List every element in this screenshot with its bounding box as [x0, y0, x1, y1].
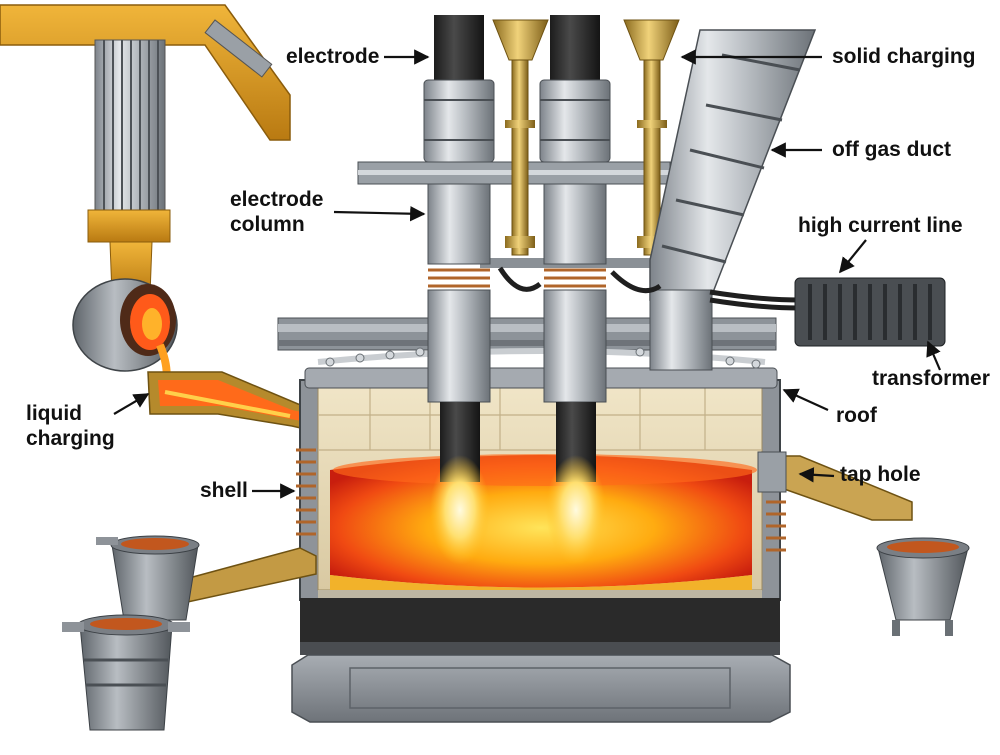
arrow-high-current-line	[840, 240, 866, 272]
arrow-roof	[784, 390, 828, 410]
slag-ladle-back	[96, 536, 199, 620]
steel-ladle-right	[877, 538, 969, 636]
transformer-unit	[795, 278, 945, 346]
electrode-assembly-right	[540, 15, 610, 565]
pouring-ladle	[73, 279, 177, 385]
label-electrode-column-line1: electrode	[230, 188, 323, 212]
label-high-current-line: high current line	[798, 214, 963, 238]
overhead-crane	[0, 5, 290, 295]
arrow-electrode-column	[334, 212, 424, 214]
electrode-assembly-left	[424, 15, 494, 565]
label-off-gas-duct: off gas duct	[832, 138, 951, 162]
label-tap-hole: tap hole	[840, 463, 921, 487]
label-shell: shell	[200, 479, 248, 503]
label-roof: roof	[836, 404, 877, 428]
label-transformer: transformer	[872, 367, 990, 391]
label-electrode-column-line2: column	[230, 213, 305, 237]
molten-steel-bath	[330, 454, 757, 590]
label-liquid-charging-line1: liquid	[26, 402, 82, 426]
label-solid-charging: solid charging	[832, 45, 976, 69]
slag-ladle-front	[62, 615, 190, 730]
label-liquid-charging-line2: charging	[26, 427, 115, 451]
furnace-hearth	[292, 590, 790, 722]
label-electrode: electrode	[286, 45, 379, 69]
arrow-liquid-charging	[114, 394, 148, 414]
